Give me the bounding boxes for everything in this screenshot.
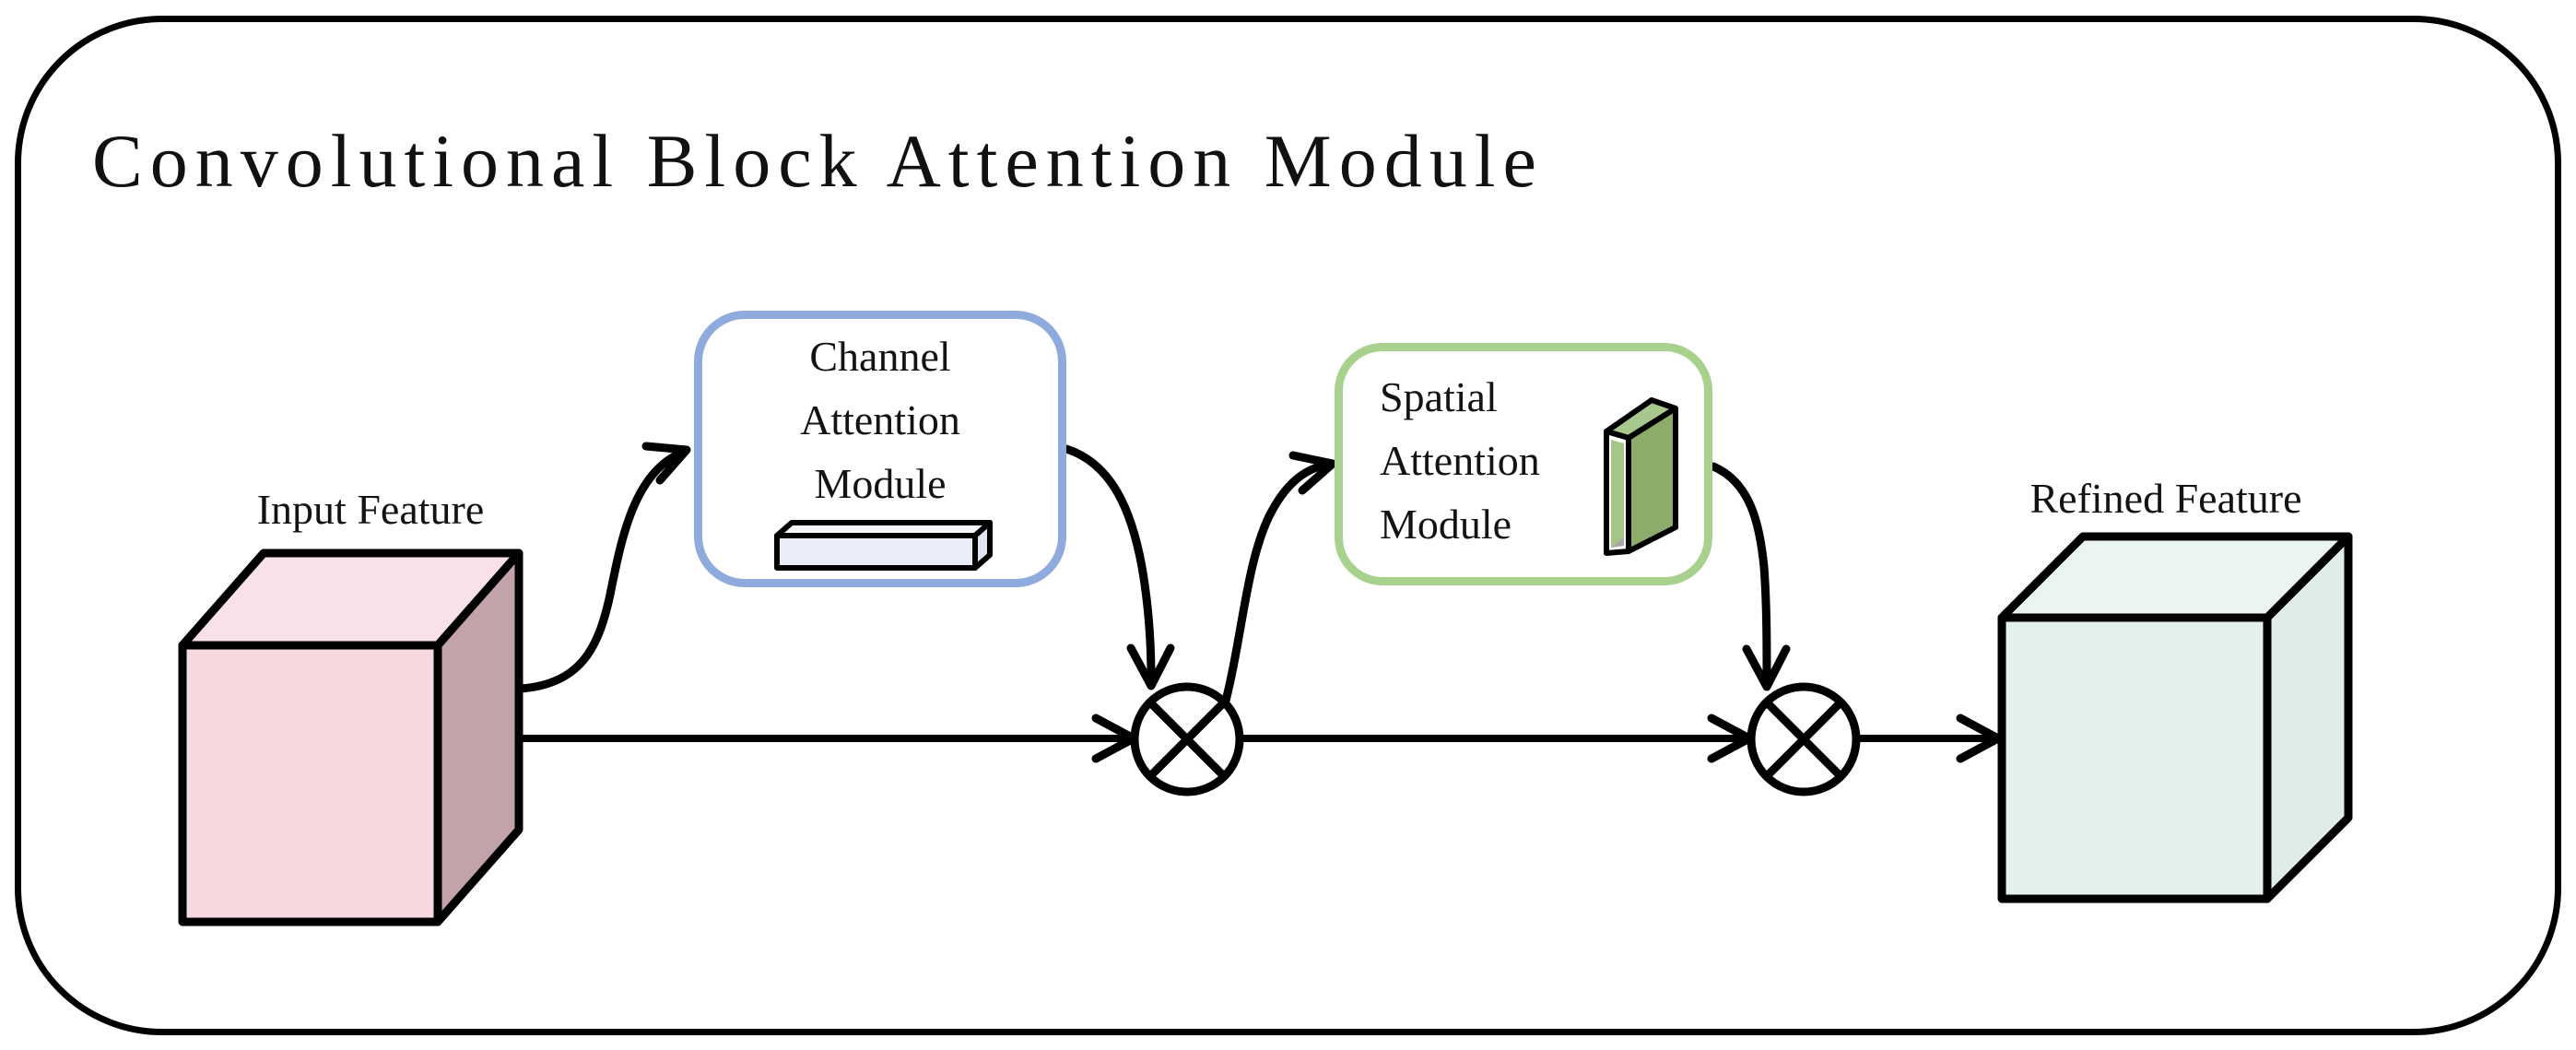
refined-feature-cube	[1997, 532, 2353, 903]
channel-module-label-line1: Channel	[809, 333, 951, 380]
channel-module-label-line3: Module	[814, 460, 947, 507]
arrowhead-into-refined	[1956, 714, 2003, 763]
arrowhead-into-spatial	[1288, 451, 1337, 495]
multiply-icon	[1130, 682, 1244, 796]
arrowhead-spatial-down	[1742, 644, 1791, 691]
diagram-title: Convolutional Block Attention Module	[92, 119, 1544, 203]
channel-module-label: Channel Attention Module	[694, 324, 1066, 515]
diagram-outer-frame	[15, 16, 2561, 1035]
arrowhead-into-multiply1	[1091, 714, 1138, 763]
spatial-module-label-line2: Attention	[1380, 437, 1540, 484]
arrow-spatial-to-multiply2	[1709, 462, 1771, 685]
input-feature-cube	[178, 549, 523, 926]
channel-attention-module-box	[694, 311, 1066, 587]
spatial-module-label: Spatial Attention Module	[1380, 365, 1540, 556]
arrowhead-channel-down	[1126, 643, 1175, 690]
arrow-channel-to-multiply1	[1062, 444, 1156, 683]
input-feature-label: Input Feature	[256, 486, 485, 533]
spatial-attention-module-box	[1335, 343, 1712, 585]
spatial-module-label-line1: Spatial	[1380, 373, 1498, 420]
spatial-slab-icon	[1604, 397, 1678, 556]
arrowheads	[641, 442, 2003, 763]
channel-module-label-line2: Attention	[800, 396, 960, 443]
multiply-icon	[1747, 682, 1861, 796]
arrowhead-into-multiply2	[1707, 714, 1754, 763]
arrow-input-to-channel	[516, 448, 687, 693]
spatial-module-label-line3: Module	[1380, 501, 1512, 548]
arrow-multiply1-to-spatial	[1220, 460, 1332, 709]
refined-feature-label: Refined Feature	[2029, 475, 2302, 522]
channel-slab-icon	[774, 520, 993, 571]
arrowhead-into-channel	[641, 442, 691, 485]
